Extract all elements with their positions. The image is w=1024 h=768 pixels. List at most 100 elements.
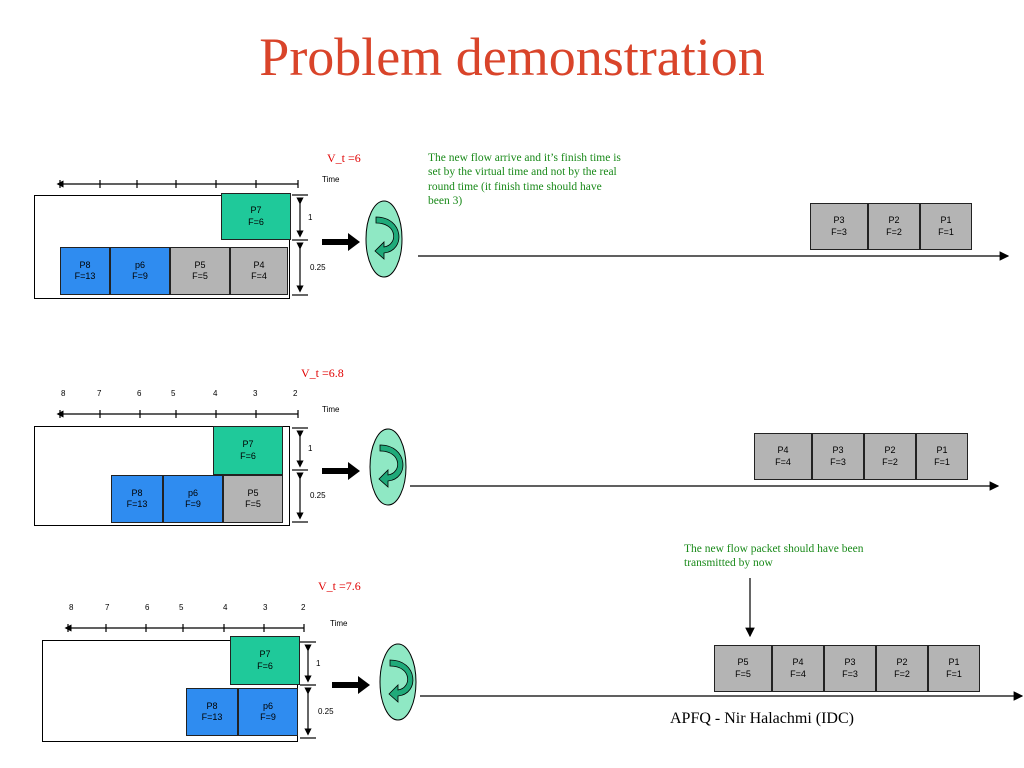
packet-finish: F=13	[126, 499, 148, 509]
packet-finish: F=13	[74, 271, 96, 281]
time-axis-label: Time	[322, 405, 340, 414]
round-robin-icon	[374, 216, 400, 260]
packet-name: P3	[832, 445, 844, 456]
packet-finish: F=4	[790, 668, 806, 679]
scheduler-oval	[369, 428, 407, 506]
tick-label: 6	[137, 389, 142, 398]
tick-label: 8	[61, 389, 66, 398]
dimension-label: 0.25	[318, 706, 334, 716]
time-axis-label: Time	[322, 175, 340, 184]
packet-name: P1	[936, 445, 948, 456]
packet-name: P5	[194, 259, 206, 270]
scheduler-input-arrow	[322, 462, 360, 480]
packet-name: P5	[737, 657, 749, 668]
tick-label: 6	[145, 603, 150, 612]
packet-finish: F=13	[201, 712, 223, 722]
packet-name: P8	[131, 487, 143, 498]
virtual-time-label: V_t =7.6	[318, 579, 361, 593]
scheduler-oval	[365, 200, 403, 278]
virtual-time-label: V_t =6	[327, 151, 361, 165]
packet-finish: F=1	[938, 226, 954, 237]
packet-name: P1	[940, 215, 952, 226]
page-title: Problem demonstration	[259, 27, 765, 87]
packet-finish: F=5	[245, 499, 261, 509]
packet-name: P4	[253, 259, 265, 270]
dimension-label: 1	[316, 658, 321, 668]
packet-finish: F=3	[831, 226, 847, 237]
packet-name: P7	[250, 205, 262, 216]
scheduler-oval	[379, 643, 417, 721]
packet-finish: F=5	[735, 668, 751, 679]
dimension-label: 0.25	[310, 491, 326, 500]
tick-label: 8	[69, 603, 74, 612]
packet-finish: F=9	[260, 712, 276, 722]
packet-finish: F=1	[946, 668, 962, 679]
tick-label: 4	[223, 603, 228, 612]
packet-name: P4	[792, 657, 804, 668]
tick-label: 2	[293, 389, 298, 398]
packet-name: P4	[777, 445, 789, 456]
dimension-label: 1	[308, 444, 313, 453]
packet-name: P3	[833, 215, 845, 226]
tick-label: 3	[253, 389, 258, 398]
tick-label: 7	[97, 389, 102, 398]
round-robin-icon	[388, 659, 414, 703]
packet-name: p6	[187, 487, 198, 498]
tick-label: 3	[263, 603, 268, 612]
packet-name: P3	[844, 657, 856, 668]
packet-finish: F=5	[192, 271, 208, 281]
packet-name: P7	[242, 439, 254, 450]
packet-name: p6	[262, 700, 273, 711]
packet-name: P2	[896, 657, 908, 668]
packet-finish: F=6	[257, 660, 273, 671]
packet-finish: F=6	[240, 450, 256, 461]
tick-label: 5	[179, 603, 184, 612]
note-virtual-time: The new flow arrive and it’s finish time…	[428, 152, 621, 208]
packet-name: P2	[888, 215, 900, 226]
packet-name: P8	[79, 259, 91, 270]
packet-finish: F=2	[886, 226, 902, 237]
packet-finish: F=4	[251, 271, 267, 281]
packet-finish: F=2	[882, 456, 898, 467]
scheduler-input-arrow	[332, 676, 370, 694]
packet-finish: F=3	[830, 456, 846, 467]
virtual-time-label: V_t =6.8	[301, 366, 344, 380]
packet-finish: F=9	[132, 271, 148, 281]
packet-finish: F=4	[775, 456, 791, 467]
note-should-transmit: The new flow packet should have been tra…	[684, 543, 864, 570]
packet-name: P5	[247, 487, 259, 498]
time-axis-label: Time	[330, 619, 348, 628]
tick-label: 2	[301, 603, 306, 612]
packet-name: P2	[884, 445, 896, 456]
footer-credit: APFQ - Nir Halachmi (IDC)	[670, 710, 854, 727]
packet-name: P7	[259, 649, 271, 660]
packet-finish: F=9	[185, 499, 201, 509]
packet-name: P8	[206, 700, 218, 711]
packet-name: p6	[134, 259, 145, 270]
tick-label: 4	[213, 389, 218, 398]
tick-label: 5	[171, 389, 176, 398]
packet-finish: F=3	[842, 668, 858, 679]
